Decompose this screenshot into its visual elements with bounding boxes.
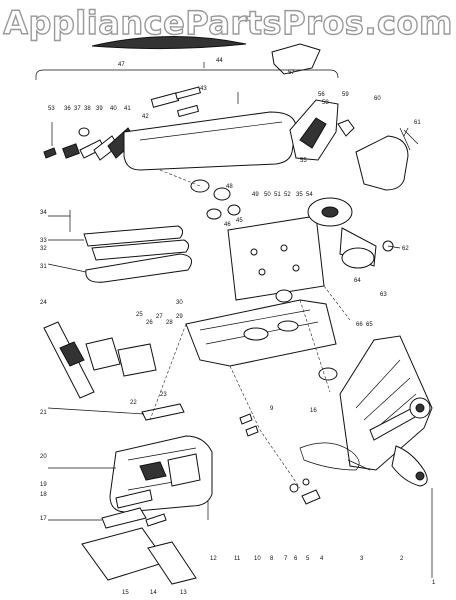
part-24-handle	[43, 321, 157, 399]
main-body-chassis	[185, 215, 337, 367]
hinge-bar	[141, 403, 185, 421]
bottom-plate	[81, 527, 197, 585]
callout-63: 63	[380, 292, 387, 298]
callout-45: 45	[236, 218, 243, 224]
callout-17: 17	[40, 516, 47, 522]
callout-51: 51	[274, 192, 281, 198]
callout-22: 22	[130, 400, 137, 406]
group-bracket	[35, 69, 339, 80]
callout-36: 36	[64, 106, 71, 112]
callout-42: 42	[142, 114, 149, 120]
callout-65: 65	[366, 322, 373, 328]
part-44-strap	[91, 35, 247, 50]
callout-49: 49	[252, 192, 259, 198]
callout-8: 8	[270, 556, 274, 562]
callout-3: 3	[360, 556, 364, 562]
callout-16: 16	[310, 408, 317, 414]
callout-10: 10	[254, 556, 261, 562]
callout-41: 41	[124, 106, 131, 112]
top-cap-assembly	[289, 99, 419, 191]
crevice-tool-31	[85, 253, 193, 283]
callout-26: 26	[146, 320, 153, 326]
small-parts-row	[43, 127, 137, 161]
callout-35: 35	[296, 192, 303, 198]
callout-61: 61	[414, 120, 421, 126]
callout-33: 33	[40, 238, 47, 244]
callout-6: 6	[294, 556, 298, 562]
callout-52: 52	[284, 192, 291, 198]
fasteners	[239, 289, 338, 505]
callout-55: 55	[300, 158, 307, 164]
callout-39: 39	[96, 106, 103, 112]
callout-66: 66	[356, 322, 363, 328]
callout-12: 12	[210, 556, 217, 562]
callout-60: 60	[374, 96, 381, 102]
callout-18: 18	[40, 492, 47, 498]
callout-5: 5	[306, 556, 310, 562]
callout-64: 64	[354, 278, 361, 284]
callout-13: 13	[180, 590, 187, 596]
callout-47: 47	[118, 62, 125, 68]
callout-46: 46	[224, 222, 231, 228]
callout-48: 48	[226, 184, 233, 190]
callout-50: 50	[264, 192, 271, 198]
callout-15: 15	[122, 590, 129, 596]
belt-cord	[299, 442, 371, 471]
callout-44: 44	[216, 58, 223, 64]
callout-28: 28	[166, 320, 173, 326]
assembly-lines	[149, 169, 351, 489]
callout-54: 54	[306, 192, 313, 198]
callout-40: 40	[110, 106, 117, 112]
wand-tubes	[83, 225, 190, 261]
callout-23: 23	[160, 392, 167, 398]
part-57-clip	[271, 43, 321, 75]
callout-21: 21	[40, 410, 47, 416]
callout-4: 4	[320, 556, 324, 562]
callout-29: 29	[176, 314, 183, 320]
callout-11: 11	[234, 556, 241, 562]
callout-58: 58	[322, 100, 329, 106]
callout-labels: 1 2 3 4 5 6 7 8 9 10 11 12 13 14 15 16 1…	[40, 58, 436, 596]
callout-24: 24	[40, 300, 47, 306]
bag-housing	[123, 86, 297, 171]
callout-53: 53	[48, 106, 55, 112]
callout-25: 25	[136, 312, 143, 318]
small-tools	[101, 489, 167, 529]
callout-14: 14	[150, 590, 157, 596]
callout-9: 9	[270, 406, 274, 412]
callout-32: 32	[40, 246, 47, 252]
callout-2: 2	[400, 556, 404, 562]
callout-31: 31	[40, 264, 47, 270]
callout-20: 20	[40, 454, 47, 460]
callout-38: 38	[84, 106, 91, 112]
callout-7: 7	[284, 556, 288, 562]
callout-19: 19	[40, 482, 47, 488]
callout-43: 43	[200, 86, 207, 92]
small-cylinders	[190, 179, 241, 220]
callout-57: 57	[288, 70, 295, 76]
leader-lines	[47, 62, 433, 578]
hose-34	[67, 175, 232, 232]
callout-62: 62	[402, 246, 409, 252]
callout-27: 27	[156, 314, 163, 320]
site-watermark: AppliancePartsPros.com	[3, 3, 453, 42]
callout-56: 56	[318, 92, 325, 98]
callout-37: 37	[74, 106, 81, 112]
callout-59: 59	[342, 92, 349, 98]
callout-1: 1	[432, 580, 436, 586]
callout-34: 34	[40, 210, 47, 216]
callout-30: 30	[176, 300, 183, 306]
power-nozzle-base	[339, 335, 433, 487]
